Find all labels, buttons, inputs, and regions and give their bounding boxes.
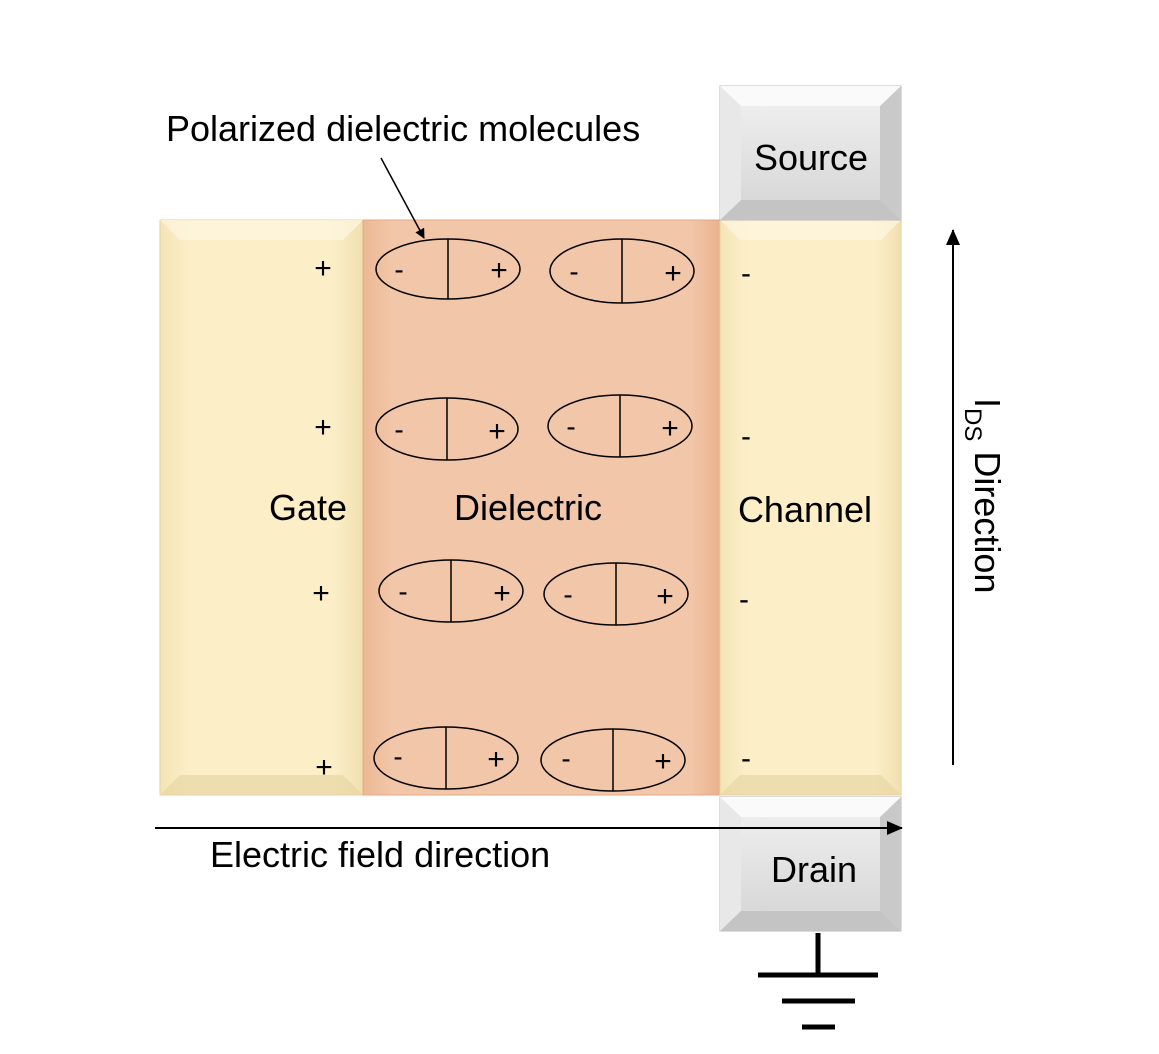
dipole: - + (540, 728, 686, 792)
channel-charge: - (741, 420, 751, 453)
channel-charges: - - - - (739, 257, 751, 775)
dipole-negative: - (566, 411, 575, 442)
dipole: - + (543, 562, 689, 626)
dipole-positive: + (490, 254, 508, 287)
gate-charge: + (314, 411, 332, 444)
dipole-negative: - (398, 576, 407, 607)
gate-label: Gate (269, 487, 347, 528)
electric-field-arrow: Electric field direction (155, 821, 903, 875)
dielectric-label: Dielectric (454, 487, 602, 528)
dipole-negative: - (393, 741, 402, 772)
callout-arrow (380, 157, 425, 239)
dipole: - + (375, 397, 519, 461)
ids-direction-label: IDS Direction (959, 398, 1008, 593)
ground-icon (758, 933, 878, 1030)
channel-charge: - (739, 583, 749, 616)
dipole-positive: + (493, 577, 511, 610)
gate-charge: + (314, 252, 332, 285)
dipole: - + (378, 559, 524, 623)
dipole-negative: - (561, 743, 570, 774)
dipole-positive: + (656, 580, 674, 613)
source-label: Source (754, 137, 868, 178)
channel-charge: - (741, 257, 751, 290)
ids-subscript: DS (959, 408, 986, 441)
dipole-negative: - (394, 254, 403, 285)
ids-symbol: I (967, 398, 1008, 408)
dipole: - + (547, 394, 693, 458)
dipole: - + (549, 238, 695, 304)
dipole: - + (373, 726, 519, 790)
dipole-positive: + (487, 743, 505, 776)
dipole-negative: - (394, 414, 403, 445)
dipole-positive: + (661, 412, 679, 445)
channel-charge: - (741, 742, 751, 775)
dipole-positive: + (488, 415, 506, 448)
gate-charges: + + + + (312, 252, 333, 784)
dipole-positive: + (664, 257, 682, 290)
dipole-grid: - + - + - + - + - + (373, 238, 695, 792)
dipole-negative: - (569, 256, 578, 287)
ids-direction-arrow: IDS Direction (946, 229, 1008, 765)
channel-label: Channel (738, 489, 872, 530)
ids-direction-text: Direction (967, 441, 1008, 593)
dipole-positive: + (654, 745, 672, 778)
source-terminal: Source (719, 85, 902, 221)
polarized-molecules-label: Polarized dielectric molecules (166, 108, 640, 149)
polarized-molecules-callout: Polarized dielectric molecules (166, 108, 640, 239)
drain-label: Drain (771, 849, 857, 890)
dipole: - + (375, 238, 521, 300)
gate-charge: + (312, 577, 330, 610)
gate-charge: + (315, 751, 333, 784)
dipole-negative: - (563, 579, 572, 610)
electric-field-label: Electric field direction (210, 834, 550, 875)
gate-region: Gate (159, 219, 364, 796)
channel-region: Channel (719, 219, 902, 796)
dielectric-region: Dielectric (362, 219, 721, 796)
drain-terminal: Drain (719, 796, 902, 932)
